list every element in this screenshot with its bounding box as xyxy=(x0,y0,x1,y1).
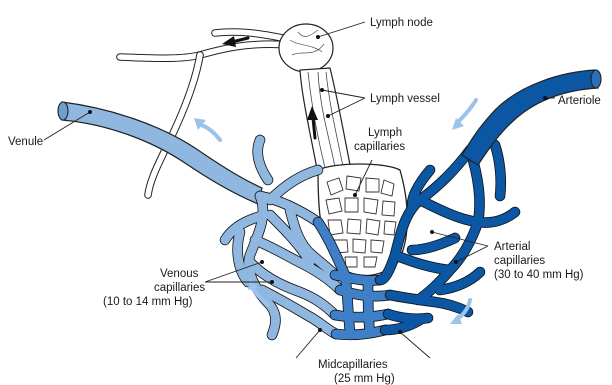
arterial-capillaries-label-line3: (30 to 40 mm Hg) xyxy=(494,269,584,281)
midcapillaries-label-line1: Midcapillaries xyxy=(318,359,388,371)
lymph-capillaries-label-line2: capillaries xyxy=(354,141,405,153)
lymph-vessel-label: Lymph vessel xyxy=(370,93,440,105)
venous-capillaries-label-line3: (10 to 14 mm Hg) xyxy=(103,296,193,308)
arteriole-flow-arrow-icon xyxy=(452,100,476,130)
lymph-capillaries-label-line1: Lymph xyxy=(368,127,402,139)
arterial-capillaries-label-line2: capillaries xyxy=(494,255,545,267)
arteriole xyxy=(462,70,601,165)
arteriole-label: Arteriole xyxy=(558,95,601,107)
lymph-node xyxy=(279,24,333,72)
venule-flow-arrow-icon xyxy=(194,118,220,140)
venous-capillaries-label-line2: capillaries xyxy=(154,282,205,294)
midcapillaries-label-line2: (25 mm Hg) xyxy=(334,373,395,385)
venule-label: Venule xyxy=(8,136,43,148)
venous-capillaries-label-line1: Venous xyxy=(160,268,199,280)
lymph-vessel-trunk xyxy=(300,68,352,175)
lymph-node-label: Lymph node xyxy=(370,17,433,29)
arterial-capillaries-label-line1: Arterial xyxy=(494,241,530,253)
